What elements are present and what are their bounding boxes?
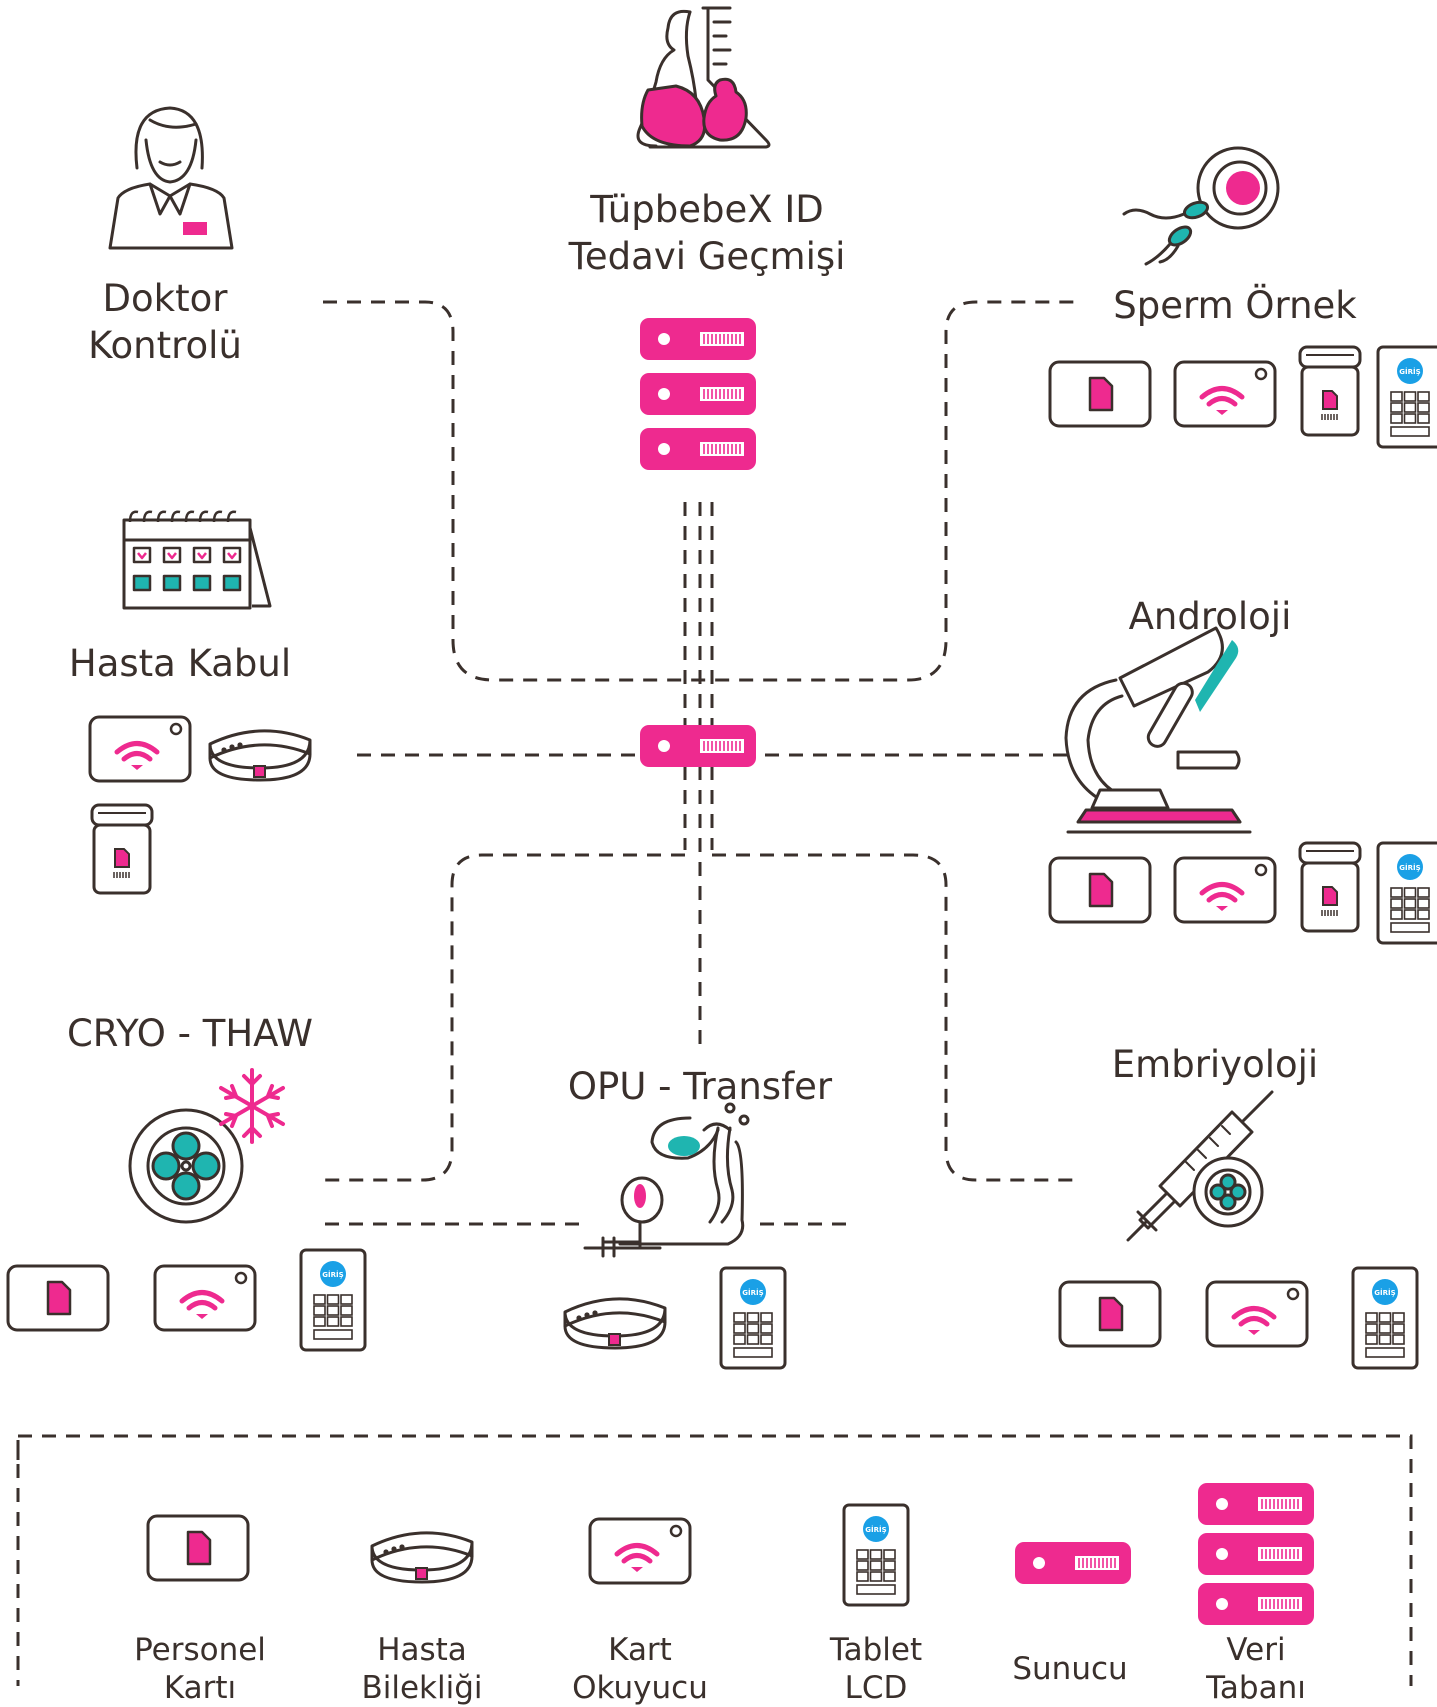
tablet-icon (842, 1503, 910, 1607)
microscope-icon (1064, 626, 1252, 834)
center-title-line1: TüpbebeX ID (590, 188, 824, 231)
legend-card-reader-label: Kart Okuyucu (540, 1631, 740, 1707)
tablet-icon (1376, 841, 1437, 945)
card-reader-icon (1175, 858, 1275, 922)
wristband-icon (208, 729, 312, 782)
center-title-line2: Tedavi Geçmişi (568, 235, 846, 278)
tablet-icon (1376, 345, 1437, 449)
legend-label-line2: Kartı (163, 1670, 237, 1706)
staff-card-icon (146, 1514, 250, 1582)
legend-label-line1: Tablet (829, 1632, 923, 1668)
andrology-devices (1048, 841, 1437, 945)
embryology-devices (1058, 1266, 1419, 1370)
legend-label-line1: Kart (608, 1632, 672, 1668)
legend-label-line1: Hasta (377, 1632, 467, 1668)
doctor-label-line2: Kontrolü (88, 324, 242, 367)
cryo-label: CRYO - THAW (66, 1012, 314, 1055)
legend-label-line2: Bilekliği (361, 1670, 483, 1706)
cryo-devices (6, 1248, 367, 1352)
legend-staff-card-label: Personel Kartı (100, 1631, 300, 1707)
specimen-jar-icon (1298, 841, 1362, 933)
petri-dish-snowflake-icon (128, 1108, 244, 1224)
database-icon (1197, 1482, 1315, 1626)
legend-label-line1: Sunucu (1012, 1651, 1128, 1687)
wristband-icon (563, 1297, 667, 1350)
doctor-label-line1: Doktor (102, 277, 228, 320)
central-database-stack (639, 317, 757, 471)
legend-database-label: Veri Tabanı (1156, 1631, 1356, 1707)
doctor-icon (108, 106, 234, 250)
legend-icons (146, 1482, 1315, 1626)
staff-card-icon (1048, 360, 1152, 428)
embryology-label: Embriyoloji (1111, 1043, 1319, 1086)
sperm-label: Sperm Örnek (1113, 284, 1357, 327)
legend-server-label: Sunucu (970, 1650, 1170, 1688)
pregnant-woman-flask-icon (636, 6, 771, 149)
wristband-icon (370, 1531, 474, 1584)
uterus-syringe-icon (583, 1102, 750, 1258)
tablet-icon (719, 1266, 787, 1370)
legend-label-line2: LCD (844, 1670, 908, 1706)
legend-tablet-label: Tablet LCD (776, 1631, 976, 1707)
legend-label-line1: Personel (134, 1632, 266, 1668)
card-reader-icon (90, 717, 190, 781)
card-reader-icon (1207, 1282, 1307, 1346)
tablet-icon (1351, 1266, 1419, 1370)
legend-label-line2: Tabanı (1206, 1670, 1306, 1706)
specimen-jar-icon (1298, 345, 1362, 437)
opu-label: OPU - Transfer (567, 1065, 833, 1108)
server-icon (1014, 1541, 1132, 1585)
sperm-egg-icon (1122, 146, 1280, 266)
staff-card-icon (1048, 856, 1152, 924)
patient-intake-devices (90, 717, 312, 895)
center-title: TüpbebeX ID Tedavi Geçmişi (552, 186, 862, 280)
card-reader-icon (155, 1266, 255, 1330)
syringe-petri-dish-icon (1126, 1090, 1274, 1242)
patient-intake-label: Hasta Kabul (68, 642, 292, 685)
opu-devices (563, 1266, 787, 1370)
legend-wristband-label: Hasta Bilekliği (322, 1631, 522, 1707)
specimen-jar-icon (90, 803, 154, 895)
central-server-icon (639, 724, 757, 768)
card-reader-icon (590, 1519, 690, 1583)
connection-lines (16, 300, 1413, 1686)
card-reader-icon (1175, 362, 1275, 426)
calendar-icon (122, 510, 272, 610)
snowflake-icon (219, 1068, 285, 1144)
andrology-label: Androloji (1128, 595, 1292, 638)
tablet-icon (299, 1248, 367, 1352)
staff-card-icon (1058, 1280, 1162, 1348)
doctor-label: Doktor Kontrolü (60, 275, 270, 369)
legend-label-line1: Veri (1226, 1632, 1286, 1668)
sperm-devices (1048, 345, 1437, 449)
legend-label-line2: Okuyucu (572, 1670, 708, 1706)
staff-card-icon (6, 1264, 110, 1332)
